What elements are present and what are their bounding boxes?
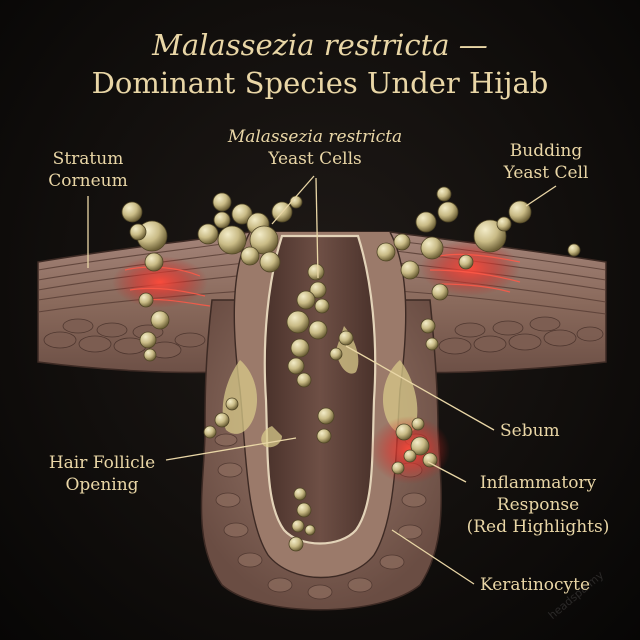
- diagram-title-line2: Dominant Species Under Hijab: [91, 66, 549, 100]
- yeast-cells-leader-left: [271, 175, 315, 225]
- label-yeast-cells-line1: Malassezia restricta: [227, 127, 403, 147]
- label-yeast-cells: Malassezia restricta Yeast Cells: [222, 126, 408, 170]
- sebum-leader: [345, 345, 495, 431]
- label-budding-yeast-line2: Yeast Cell: [503, 163, 589, 183]
- keratinocyte-cells-band: [43, 316, 604, 359]
- budding-yeast-leader: [525, 185, 557, 207]
- label-yeast-cells-line2: Yeast Cells: [268, 149, 362, 169]
- hair-follicle-opening-leader: [165, 437, 297, 461]
- label-budding-yeast-line1: Budding: [509, 141, 583, 161]
- label-hair-follicle-line1: Hair Follicle: [48, 453, 156, 473]
- label-inflammatory-response: Inflammatory Response (Red Highlights): [458, 472, 618, 538]
- label-stratum-corneum-line2: Corneum: [48, 171, 128, 191]
- sebum-deposits: [222, 326, 418, 448]
- label-stratum-corneum-line1: Stratum: [52, 149, 124, 169]
- label-stratum-corneum: Stratum Corneum: [38, 148, 138, 192]
- label-keratinocyte: Keratinocyte: [480, 575, 591, 595]
- label-hair-follicle-opening: Hair Follicle Opening: [40, 452, 164, 496]
- label-inflammatory-line1: Inflammatory: [479, 473, 597, 493]
- inflammatory-response-leader: [427, 461, 467, 483]
- diagram-title-line1: Malassezia restricta —: [152, 28, 488, 62]
- yeast-cells-leader-right: [315, 177, 319, 279]
- keratinocyte-leader: [391, 529, 475, 585]
- malassezia-yeast-cells: [121, 186, 581, 552]
- leader-lines: [87, 175, 557, 585]
- label-sebum: Sebum: [500, 421, 560, 441]
- label-hair-follicle-line2: Opening: [65, 475, 139, 495]
- label-inflammatory-line3: (Red Highlights): [466, 517, 610, 537]
- label-budding-yeast-cell: Budding Yeast Cell: [492, 140, 600, 184]
- label-inflammatory-line2: Response: [496, 495, 580, 515]
